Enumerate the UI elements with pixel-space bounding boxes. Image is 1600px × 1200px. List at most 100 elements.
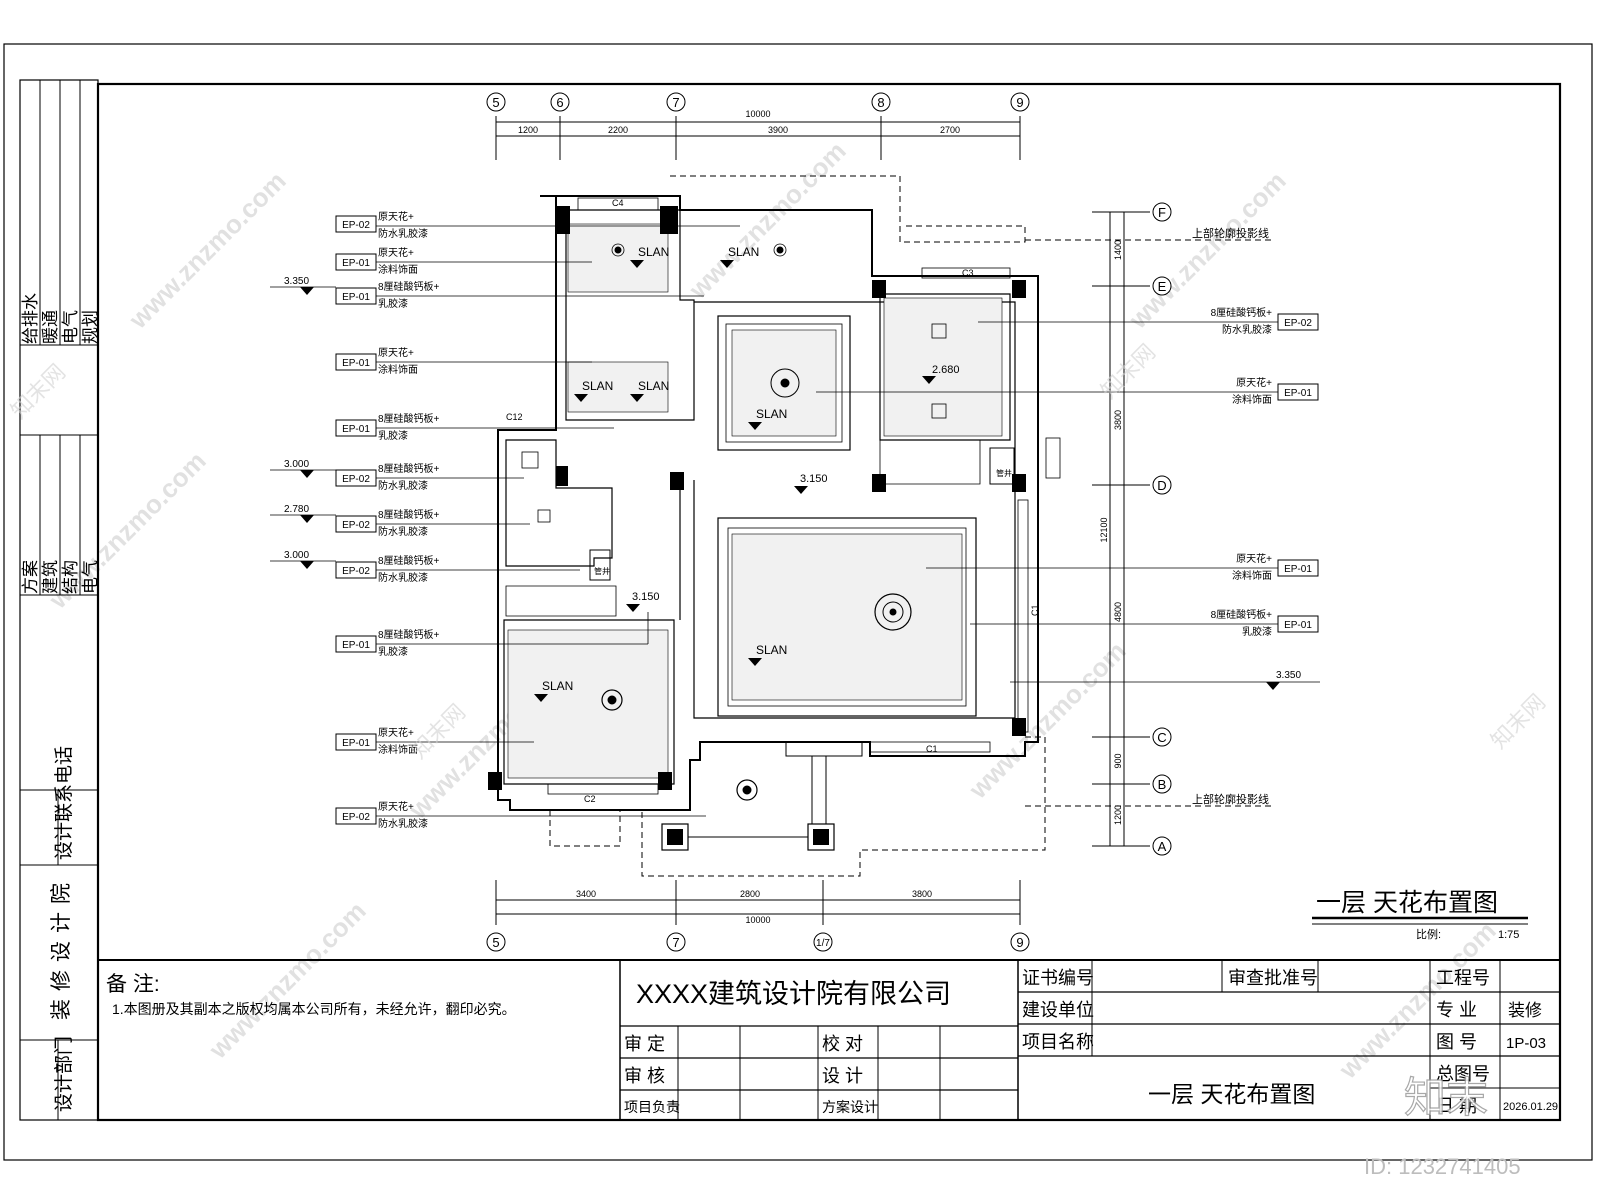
- projection-line-label: 上部轮廓投影线: [1192, 226, 1269, 240]
- callout-line1: 原天花+: [1236, 552, 1272, 565]
- tb-review-no-label: 审查批准号: [1228, 968, 1318, 988]
- tb-date-value: 2026.01.29: [1503, 1101, 1558, 1113]
- floor-plan: [488, 175, 1061, 877]
- window-tags: C4 C3 C12 C2 C1 C1 管井 管井: [506, 198, 1040, 804]
- callout-line1: 8厘硅酸钙板+: [378, 554, 440, 567]
- dimension-value: 3800: [1113, 410, 1123, 430]
- side-discipline-label: 规划: [81, 310, 100, 344]
- drawing-title-block: 一层 天花布置图 比例: 1:75: [1312, 889, 1528, 941]
- side-discipline-label: 建筑: [41, 560, 60, 594]
- callout-line1: 原天花+: [378, 726, 414, 739]
- dimension-lines: [495, 116, 1150, 925]
- elevation-value: 2.680: [932, 364, 960, 376]
- callout: EP-02 8厘硅酸钙板+ 防水乳胶漆 2.780: [270, 504, 530, 538]
- callout: EP-01 原天花+ 涂料饰面: [335, 346, 592, 376]
- brand-watermarks: 知末 ID: 1232741405 知末网 知末网 知末网 知末网: [6, 339, 1550, 1179]
- tb-date-label: 日 期: [1436, 1096, 1477, 1116]
- tb-client-label: 建设单位: [1022, 1000, 1094, 1020]
- callout-line2: 涂料饰面: [378, 263, 418, 276]
- tb-drawing-no-value: 1P-03: [1506, 1035, 1546, 1052]
- tb-scheme-design-label: 方案设计: [822, 1099, 878, 1115]
- axis-label: 5: [492, 935, 499, 950]
- brand-logo-mark: 知末: [1404, 1074, 1488, 1121]
- side-strip: 给排水 暖通 电气 规划 方案 建筑 结构 电气 设计联系电话 装修设计院 设计…: [19, 79, 100, 1121]
- dimension-value: 1400: [1113, 240, 1123, 260]
- right-callouts: EP-02 8厘硅酸钙板+ 防水乳胶漆 EP-01 原天花+ 涂料饰面 EP-0…: [816, 306, 1320, 690]
- callout-line2: 乳胶漆: [378, 429, 408, 442]
- company-name: XXXX建筑设计院有限公司: [636, 979, 951, 1009]
- slan-label: SLAN: [756, 643, 787, 657]
- axis-bubbles: 5 6 7 8 9 5 7 1/7 9 F E D C B A: [486, 92, 1172, 952]
- watermark-text: www.znzmo.com: [122, 166, 291, 335]
- watermark-text: www.znzmo.com: [962, 636, 1131, 805]
- image-id-watermark: ID: 1232741405: [1364, 1154, 1521, 1179]
- dimension-value: 3400: [576, 889, 596, 899]
- scale-label: 比例:: [1416, 927, 1441, 941]
- axis-label: A: [1158, 839, 1167, 854]
- axis-label: E: [1158, 279, 1167, 294]
- projection-lines: 上部轮廓投影线 上部轮廓投影线: [1025, 226, 1275, 807]
- callout-line1: 原天花+: [378, 800, 414, 813]
- callout-line1: 8厘硅酸钙板+: [378, 628, 440, 641]
- window-tag: C2: [584, 794, 596, 804]
- callout-line2: 涂料饰面: [378, 363, 418, 376]
- side-design-contact: 设计联系电话: [53, 746, 75, 860]
- callout: EP-01 原天花+ 涂料饰面: [335, 726, 534, 756]
- callout-line2: 防水乳胶漆: [378, 479, 428, 492]
- dimension-value: 1200: [1113, 805, 1123, 825]
- window-tag: C4: [612, 198, 624, 208]
- callout-line2: 防水乳胶漆: [378, 817, 428, 830]
- callout-line2: 防水乳胶漆: [1222, 323, 1272, 336]
- tb-check-label: 校 对: [822, 1034, 863, 1054]
- axis-label: 8: [877, 95, 884, 110]
- tb-sheet-title: 一层 天花布置图: [1148, 1081, 1315, 1107]
- slan-label: SLAN: [728, 245, 759, 259]
- callout-line2: 防水乳胶漆: [378, 227, 428, 240]
- side-decoration-institute: 装修设计院: [50, 875, 73, 1020]
- callout: EP-02 8厘硅酸钙板+ 防水乳胶漆 3.000: [270, 459, 524, 492]
- callout-code: EP-01: [342, 258, 370, 269]
- tb-specialty-value: 装修: [1508, 1001, 1542, 1020]
- callout-code: EP-01: [1284, 388, 1312, 399]
- window-tag: C1: [1030, 604, 1040, 616]
- callout-line2: 乳胶漆: [1242, 625, 1272, 638]
- tb-drawing-no-label: 图 号: [1436, 1032, 1477, 1052]
- brand-watermark: 知末网: [1096, 339, 1160, 403]
- slan-label: SLAN: [582, 379, 613, 393]
- projection-line-label: 上部轮廓投影线: [1192, 792, 1269, 806]
- dimension-value: 2200: [608, 125, 628, 135]
- watermark-text: www.znzmo.com: [682, 136, 851, 305]
- note-text: 1.本图册及其副本之版权均属本公司所有，未经允许，翻印必究。: [112, 1001, 516, 1017]
- slan-label: SLAN: [756, 407, 787, 421]
- callout-elevation: 2.780: [284, 504, 309, 515]
- axis-label: 5: [492, 95, 499, 110]
- side-discipline-label: 结构: [61, 560, 80, 594]
- callout: EP-01 8厘硅酸钙板+ 乳胶漆 3.350: [270, 276, 704, 310]
- slan-label: SLAN: [638, 379, 669, 393]
- dimension-values: 10000 1200 2200 3900 2700 3400 2800 3800…: [518, 109, 1123, 925]
- dimension-value: 3900: [768, 125, 788, 135]
- callout: EP-02 原天花+ 防水乳胶漆: [335, 800, 706, 830]
- callout-line1: 原天花+: [378, 246, 414, 259]
- axis-label: 9: [1016, 95, 1023, 110]
- tb-project-no-label: 工程号: [1436, 968, 1490, 988]
- tb-total-no-label: 总图号: [1436, 1064, 1490, 1084]
- callout-line1: 8厘硅酸钙板+: [378, 412, 440, 425]
- axis-label: 7: [672, 95, 679, 110]
- callout: EP-02 8厘硅酸钙板+ 防水乳胶漆 3.000: [270, 550, 580, 584]
- dimension-value: 3800: [912, 889, 932, 899]
- callout-line2: 涂料饰面: [378, 743, 418, 756]
- callout-line1: 8厘硅酸钙板+: [378, 508, 440, 521]
- shaft-label: 管井: [996, 468, 1012, 478]
- slan-label: SLAN: [542, 679, 573, 693]
- window-tag: C12: [506, 412, 523, 422]
- callout-line2: 防水乳胶漆: [378, 571, 428, 584]
- dimension-value: 1200: [518, 125, 538, 135]
- callout-elevation: 3.000: [284, 550, 309, 561]
- side-design-department: 设计部门: [53, 1036, 75, 1112]
- callout: EP-01 原天花+ 涂料饰面: [816, 376, 1319, 406]
- callout-line1: 8厘硅酸钙板+: [378, 462, 440, 475]
- tb-specialty-label: 专 业: [1436, 1000, 1477, 1020]
- callout-code: EP-01: [342, 292, 370, 303]
